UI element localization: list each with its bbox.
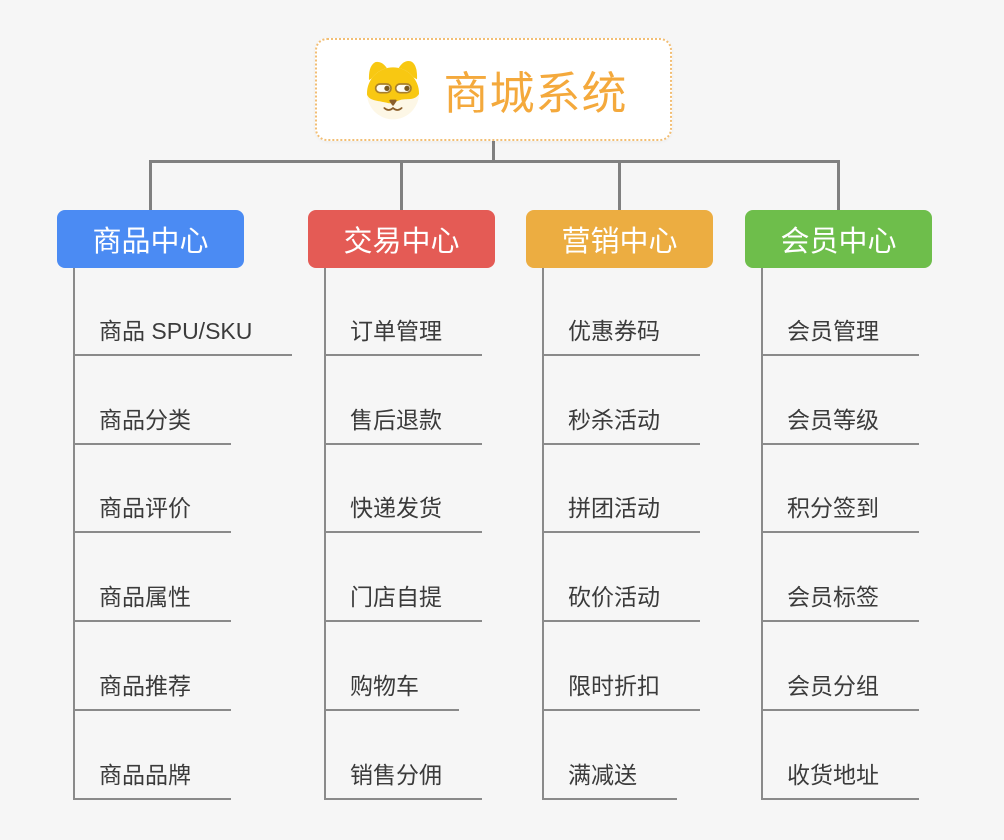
leaf-node[interactable]: 商品分类 <box>73 403 231 445</box>
root-node[interactable]: 商城系统 <box>315 38 672 141</box>
branch-member-center: 会员中心 会员管理会员等级积分签到会员标签会员分组收货地址 <box>745 210 932 830</box>
connector-dropper <box>618 160 621 212</box>
leaf-node[interactable]: 会员等级 <box>761 403 919 445</box>
leaf-node[interactable]: 拼团活动 <box>542 491 700 534</box>
leaf-node[interactable]: 积分签到 <box>761 491 919 534</box>
branch-header[interactable]: 会员中心 <box>745 210 932 268</box>
leaf-node[interactable]: 会员标签 <box>761 580 919 623</box>
leaf-node[interactable]: 限时折扣 <box>542 669 700 711</box>
branch-header-label: 交易中心 <box>343 226 460 258</box>
leaf-node[interactable]: 商品推荐 <box>73 669 231 711</box>
branch-header[interactable]: 交易中心 <box>308 210 495 268</box>
leaf-node[interactable]: 商品 SPU/SKU <box>73 314 293 356</box>
branch-trunk-line <box>761 268 763 800</box>
leaf-node[interactable]: 购物车 <box>324 669 459 711</box>
branch-product-center: 商品中心 商品 SPU/SKU 商品分类商品评价商品属性商品推荐商品品牌 <box>57 210 293 830</box>
leaf-node[interactable]: 会员分组 <box>761 669 919 711</box>
branch-header-label: 营销中心 <box>561 226 678 258</box>
leaf-node[interactable]: 满减送 <box>542 758 677 800</box>
leaf-node[interactable]: 售后退款 <box>324 403 482 445</box>
branch-header[interactable]: 营销中心 <box>526 210 713 268</box>
connector-bus <box>149 160 839 163</box>
leaf-node[interactable]: 快递发货 <box>324 491 482 534</box>
leaf-node[interactable]: 会员管理 <box>761 314 919 356</box>
leaf-node[interactable]: 商品属性 <box>73 580 231 623</box>
leaf-node[interactable]: 优惠券码 <box>542 314 700 356</box>
shiba-dog-icon <box>359 60 427 120</box>
connector-root-dropper <box>492 140 495 163</box>
root-title: 商城系统 <box>443 68 628 119</box>
connector-dropper <box>149 160 152 212</box>
branch-header-label: 商品中心 <box>92 226 209 258</box>
leaf-node[interactable]: 收货地址 <box>761 758 919 800</box>
leaf-node[interactable]: 秒杀活动 <box>542 403 700 445</box>
branch-header-label: 会员中心 <box>780 226 897 258</box>
branch-header[interactable]: 商品中心 <box>57 210 244 268</box>
leaf-node[interactable]: 砍价活动 <box>542 580 700 623</box>
branch-trunk-line <box>73 268 75 800</box>
branch-marketing-center: 营销中心 优惠券码秒杀活动拼团活动砍价活动限时折扣满减送 <box>526 210 713 830</box>
connector-dropper <box>400 160 403 212</box>
leaf-node[interactable]: 销售分佣 <box>324 758 482 800</box>
connector-dropper <box>837 160 840 212</box>
branch-trunk-line <box>542 268 544 800</box>
leaf-node[interactable]: 商品品牌 <box>73 758 231 800</box>
leaf-node[interactable]: 门店自提 <box>324 580 482 623</box>
branch-trade-center: 交易中心 订单管理售后退款快递发货门店自提购物车销售分佣 <box>308 210 495 830</box>
leaf-node[interactable]: 订单管理 <box>324 314 482 356</box>
leaf-node[interactable]: 商品评价 <box>73 491 231 534</box>
branch-trunk-line <box>324 268 326 800</box>
